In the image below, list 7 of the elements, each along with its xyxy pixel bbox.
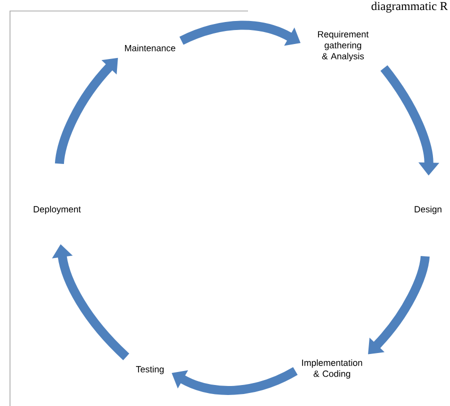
stage-label: Requirement gathering & Analysis: [318, 30, 369, 62]
stage-label: Testing: [136, 366, 164, 374]
stage-label: Implementation & Coding: [302, 359, 362, 379]
stage-label: Maintenance: [125, 44, 176, 52]
stage-label: Deployment: [34, 206, 81, 214]
stage-label: Design: [414, 206, 442, 214]
heading-text: diagrammatic R: [372, 2, 448, 13]
